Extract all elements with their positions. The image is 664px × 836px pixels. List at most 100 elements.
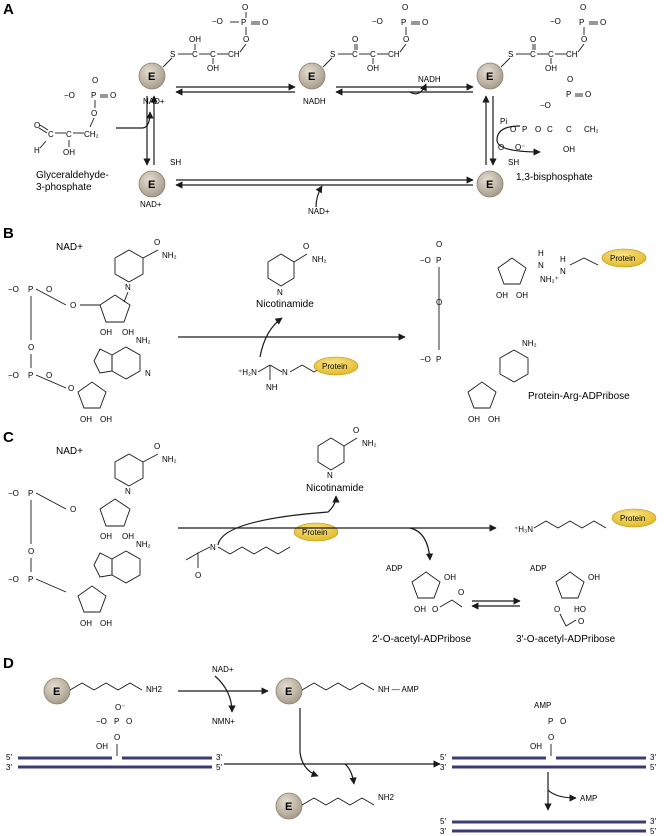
enzyme-a2: E xyxy=(298,62,326,90)
substrate-chain-a2: S C C CH O OH O P O −O O xyxy=(322,3,428,73)
svg-text:HO: HO xyxy=(574,605,586,614)
svg-text:OH: OH xyxy=(96,742,108,751)
svg-text:S: S xyxy=(330,50,335,59)
enzyme-a5: E xyxy=(476,170,504,198)
svg-text:E: E xyxy=(285,801,292,813)
svg-text:OH: OH xyxy=(516,291,528,300)
product1-label-c: 2′-O-acetyl-ADPribose xyxy=(372,634,472,645)
svg-text:E: E xyxy=(486,179,493,191)
enzyme-a1: E xyxy=(138,62,166,90)
svg-text:C: C xyxy=(548,50,554,59)
svg-text:P: P xyxy=(114,717,119,726)
svg-text:NH2: NH2 xyxy=(146,685,163,694)
svg-text:O: O xyxy=(242,3,248,12)
svg-text:5′: 5′ xyxy=(216,763,222,772)
protein-ellipse-b1 xyxy=(313,356,359,376)
product2-label-c: 3′-O-acetyl-ADPribose xyxy=(516,634,616,645)
svg-text:E: E xyxy=(308,71,315,83)
svg-text:O: O xyxy=(154,442,160,451)
product-b: −O P O O −O P OH OH H N H N NH₂⁺ Protein… xyxy=(420,240,647,424)
svg-text:OH: OH xyxy=(100,619,112,628)
svg-text:3′: 3′ xyxy=(650,753,656,762)
svg-text:−O: −O xyxy=(64,91,75,100)
svg-text:E: E xyxy=(486,71,493,83)
nad-a-input: NAD+ xyxy=(308,207,330,216)
svg-text:O: O xyxy=(92,76,98,85)
svg-text:−O: −O xyxy=(8,371,19,380)
svg-text:N: N xyxy=(327,471,333,480)
svg-text:Protein: Protein xyxy=(302,528,327,537)
protein-ellipse-b2 xyxy=(601,248,647,268)
svg-text:CH: CH xyxy=(388,50,400,59)
sh-a5: SH xyxy=(508,158,519,167)
svg-text:N: N xyxy=(282,368,288,377)
svg-text:Protein: Protein xyxy=(620,514,645,523)
svg-text:3′: 3′ xyxy=(650,817,656,826)
svg-text:3′: 3′ xyxy=(440,763,446,772)
svg-text:O: O xyxy=(422,18,428,27)
svg-text:O: O xyxy=(580,3,586,12)
svg-text:Protein: Protein xyxy=(610,254,635,263)
nmn-d: NMN+ xyxy=(212,717,235,726)
nad-structure-c: N O NH₂ OH OH O P −O O P −O NH₂ OH OH xyxy=(8,442,177,628)
svg-text:O: O xyxy=(600,18,606,27)
svg-text:O: O xyxy=(554,605,560,614)
g3p-label-2: 3-phosphate xyxy=(36,182,92,193)
svg-text:P: P xyxy=(91,91,96,100)
svg-text:5′: 5′ xyxy=(440,753,446,762)
svg-text:H: H xyxy=(538,249,544,258)
panel-a: A E E E E E S C C xyxy=(3,1,606,216)
svg-text:ADP: ADP xyxy=(530,564,546,573)
svg-text:OH: OH xyxy=(63,148,75,157)
svg-text:P: P xyxy=(28,371,33,380)
acetyl-adpr-3: ADP O HO OH O 3′-O-acetyl-ADPribose xyxy=(516,564,616,645)
nadh-a-release: NADH xyxy=(418,75,441,84)
arrow-c-adpr xyxy=(409,527,434,561)
panel-c: C NAD+ N O NH₂ OH OH O P −O O P −O NH₂ xyxy=(3,426,657,645)
svg-text:−O: −O xyxy=(8,285,19,294)
svg-text:CH: CH xyxy=(228,50,240,59)
svg-text:O: O xyxy=(154,238,160,247)
svg-text:5′: 5′ xyxy=(650,763,656,772)
svg-text:S: S xyxy=(508,50,513,59)
enzyme-d3: E NH2 xyxy=(275,792,395,820)
svg-text:C: C xyxy=(192,50,198,59)
arrows-a xyxy=(116,83,541,208)
arrow-d-enzyme-release xyxy=(299,708,319,778)
panel-c-label: C xyxy=(3,429,14,446)
panel-d-label: D xyxy=(3,655,14,672)
svg-text:O: O xyxy=(585,90,591,99)
svg-text:OH: OH xyxy=(207,64,219,73)
svg-text:E: E xyxy=(53,686,60,698)
svg-text:NH: NH xyxy=(266,383,278,392)
svg-text:E: E xyxy=(148,71,155,83)
svg-text:OH: OH xyxy=(563,145,575,154)
svg-text:−O: −O xyxy=(420,355,431,364)
svg-text:5′: 5′ xyxy=(440,817,446,826)
svg-text:O: O xyxy=(458,588,464,597)
panel-b-label: B xyxy=(3,225,14,242)
svg-text:OH: OH xyxy=(189,35,201,44)
nicotinamide-b: N O NH₂ Nicotinamide xyxy=(256,242,327,310)
panel-a-label: A xyxy=(3,1,14,18)
svg-text:OH: OH xyxy=(100,532,112,541)
svg-text:O: O xyxy=(28,547,34,556)
svg-text:3′: 3′ xyxy=(216,753,222,762)
svg-text:NH₂: NH₂ xyxy=(362,439,377,448)
svg-text:5′: 5′ xyxy=(6,753,12,762)
enzyme-d1: E NH2 xyxy=(43,677,163,705)
svg-text:O: O xyxy=(567,75,573,84)
nad-label-c: NAD+ xyxy=(56,446,83,457)
svg-text:P: P xyxy=(579,18,584,27)
svg-text:OH: OH xyxy=(80,415,92,424)
svg-text:NH₂: NH₂ xyxy=(136,540,151,549)
svg-text:OH: OH xyxy=(122,328,134,337)
svg-text:C: C xyxy=(352,50,358,59)
svg-text:O: O xyxy=(70,301,76,310)
svg-text:OH: OH xyxy=(100,328,112,337)
svg-text:O⁻: O⁻ xyxy=(115,703,125,712)
arrow-d-enzyme-return xyxy=(344,763,357,785)
svg-text:C: C xyxy=(210,50,216,59)
svg-text:OH: OH xyxy=(530,742,542,751)
panel-b: B NAD+ N O NH₂ OH OH O P −O O O P −O xyxy=(3,225,647,424)
